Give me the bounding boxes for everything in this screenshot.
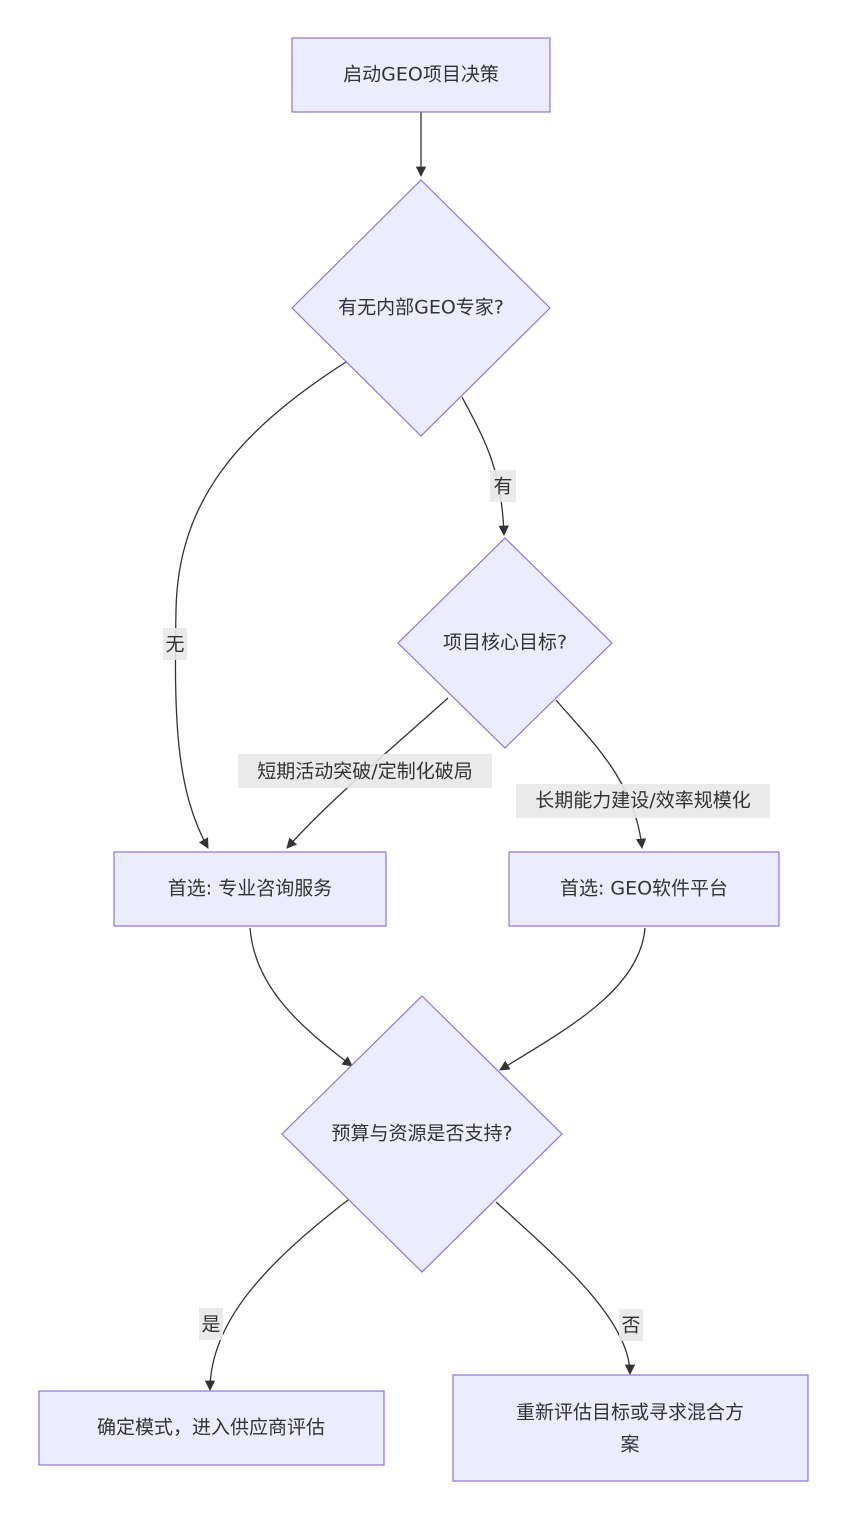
edge-label-no-text: 否 <box>621 1315 640 1337</box>
edge-label-yes: 是 <box>199 1308 223 1340</box>
edge-expert-yes-to-goal-question <box>461 396 509 537</box>
software-node-label: 首选: GEO软件平台 <box>560 878 728 900</box>
consulting-node: 首选: 专业咨询服务 <box>113 851 387 927</box>
edge-budget-no-to-reevaluate <box>495 1201 636 1376</box>
expert-question-diamond: 有无内部GEO专家? <box>291 179 551 437</box>
confirm-node-label: 确定模式，进入供应商评估 <box>97 1417 325 1439</box>
edge-label-short-term-text: 短期活动突破/定制化破局 <box>257 761 472 783</box>
budget-question-diamond: 预算与资源是否支持? <box>281 995 563 1273</box>
edge-consulting-to-budget-question <box>249 927 353 1067</box>
edge-label-long-term: 长期能力建设/效率规模化 <box>516 784 770 818</box>
edge-budget-yes-to-confirm <box>204 1199 349 1392</box>
start-node-label: 启动GEO项目决策 <box>343 64 499 86</box>
edge-labels-layer: 无 有 短期活动突破/定制化破局 长期能力建设/效率规模化 是 否 <box>163 470 770 1341</box>
edge-label-no-expert-text: 无 <box>165 634 184 656</box>
software-node: 首选: GEO软件平台 <box>508 851 780 927</box>
edges-layer <box>174 112 647 1392</box>
goal-question-label: 项目核心目标? <box>443 632 567 654</box>
budget-question-label: 预算与资源是否支持? <box>331 1123 512 1145</box>
edge-goal-long-term-to-software <box>555 699 647 850</box>
edge-label-has-expert-text: 有 <box>493 476 512 498</box>
edge-label-no-expert: 无 <box>163 628 187 660</box>
goal-question-diamond: 项目核心目标? <box>397 537 613 749</box>
reevaluate-node-label-line1: 重新评估目标或寻求混合方 <box>516 1402 744 1424</box>
reevaluate-node: 重新评估目标或寻求混合方 案 <box>452 1374 809 1482</box>
reevaluate-node-label-line2: 案 <box>620 1434 639 1456</box>
edge-label-short-term: 短期活动突破/定制化破局 <box>238 754 492 788</box>
edge-label-has-expert: 有 <box>490 470 516 502</box>
edge-label-yes-text: 是 <box>201 1314 220 1336</box>
confirm-node: 确定模式，进入供应商评估 <box>38 1390 385 1466</box>
start-node: 启动GEO项目决策 <box>291 37 551 113</box>
expert-question-label: 有无内部GEO专家? <box>338 297 504 319</box>
edge-label-no: 否 <box>619 1309 643 1341</box>
edge-label-long-term-text: 长期能力建设/效率规模化 <box>535 790 750 812</box>
nodes-layer: 启动GEO项目决策 有无内部GEO专家? 项目核心目标? 首选: 专业咨询服务 … <box>38 37 809 1482</box>
edge-software-to-budget-question <box>499 927 646 1071</box>
consulting-node-label: 首选: 专业咨询服务 <box>168 878 332 900</box>
edge-expert-no-to-consulting <box>174 361 347 849</box>
